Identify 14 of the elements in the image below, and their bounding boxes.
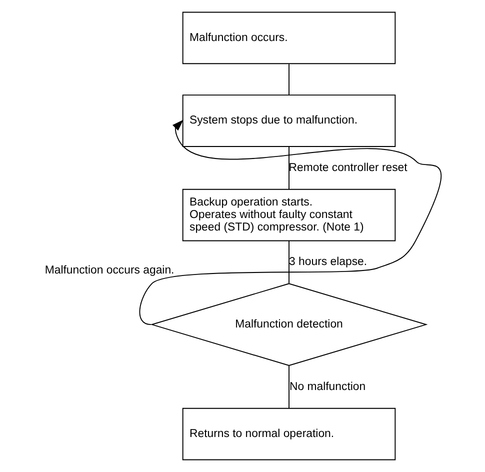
node-diamond: Malfunction detection (150, 283, 428, 366)
connector (288, 146, 289, 190)
edge-label: 3 hours elapse. (288, 256, 367, 268)
node-box: Malfunction occurs. (182, 12, 396, 64)
node-box: Backup operation starts. Operates without faulty constant speed (STD) compressor. (Note 1) (182, 188, 396, 242)
connector (288, 64, 289, 96)
node-box: System stops due to malfunction. (182, 94, 396, 147)
edge-label: No malfunction (289, 380, 366, 393)
connector (288, 240, 289, 284)
arrow (138, 120, 441, 326)
edge-label: Remote controller reset (288, 162, 407, 174)
connector (288, 365, 289, 409)
node-box: Returns to normal operation. (182, 408, 396, 460)
edge-label: Malfunction occurs again. (44, 264, 174, 276)
